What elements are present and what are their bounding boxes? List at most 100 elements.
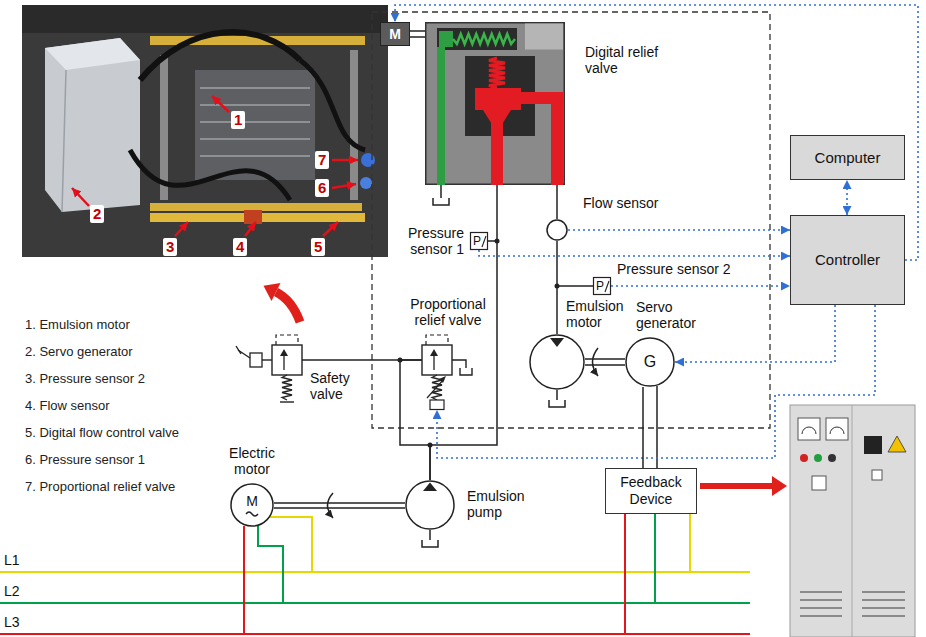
process-box: Computer — [790, 135, 905, 180]
relief-valve-section-part — [525, 24, 563, 50]
junction-dot — [398, 239, 560, 448]
pressure-sensor-symbol-part — [594, 278, 611, 295]
equipment-photo — [332, 159, 358, 162]
node-text: P — [473, 233, 481, 249]
power-wire — [270, 517, 312, 572]
node-label: Proportional relief valve — [402, 296, 494, 328]
part-list-item: 5. Digital flow control valve — [25, 425, 179, 441]
power-wire — [0, 633, 750, 635]
pointer-arrow — [772, 476, 787, 496]
safety-valve-symbol-part — [250, 353, 262, 367]
power-wire — [243, 526, 245, 634]
signal-line — [675, 305, 835, 362]
callout-number: 6 — [315, 179, 329, 197]
safety-valve-symbol-part — [276, 335, 298, 345]
phase-label: L1 — [4, 552, 20, 568]
callout-number: 2 — [90, 205, 104, 223]
power-wire — [0, 514, 750, 634]
cabinet-photo — [862, 599, 905, 601]
callout-number: 1 — [231, 111, 245, 129]
equipment-photo — [360, 177, 372, 189]
node-text: Computer — [815, 150, 881, 166]
equipment-photo — [200, 155, 310, 157]
generator-symbol: GServo generator — [625, 337, 675, 387]
hydraulic-detail — [328, 493, 334, 518]
equipment-photo — [130, 150, 290, 200]
hydraulic-detail — [556, 390, 558, 400]
cabinet-photo — [828, 454, 836, 462]
pointer-arrow — [264, 283, 788, 496]
equipment-photo — [195, 70, 315, 180]
relief-valve-section-part — [475, 88, 521, 110]
equipment-photo — [332, 184, 356, 188]
node-label: Pressure sensor 1 — [398, 225, 464, 257]
cabinet-photo — [872, 470, 882, 480]
cabinet-photo — [862, 591, 905, 593]
part-list-item: 7. Proportional relief valve — [25, 479, 175, 495]
power-wire — [642, 387, 644, 468]
signal-line — [611, 285, 790, 287]
hydraulic-detail — [549, 400, 565, 407]
equipment-photo — [200, 138, 310, 140]
node-label: Flow sensor — [583, 195, 658, 211]
safety-valve-symbol-part — [236, 346, 241, 354]
pressure-sensor-symbol: PPressure sensor 1 — [470, 232, 488, 250]
equipment-photo — [45, 38, 140, 212]
safety-valve-symbol-outline — [232, 332, 302, 410]
node-text: Controller — [815, 252, 880, 268]
hydraulic-detail — [422, 540, 438, 547]
hydraulic-motor-symbol-part — [550, 338, 564, 347]
flow-sensor-symbol: Flow sensor — [546, 219, 568, 241]
hydraulic-line — [302, 359, 422, 361]
electric-motor-symbol-part — [231, 484, 273, 526]
hydraulic-line — [556, 241, 558, 334]
relief-valve-section-part — [437, 28, 517, 50]
pressure-sensor-symbol-part — [471, 233, 488, 250]
cabinet-photo — [864, 436, 882, 454]
hydraulic-detail — [274, 31, 657, 547]
node-label: Emulsion motor — [566, 298, 632, 330]
hydraulic-detail — [557, 285, 593, 287]
relief-valve-section-part — [426, 23, 565, 185]
relief-valve-symbol-part — [427, 379, 444, 398]
recovery-unit-border — [372, 12, 770, 428]
equipment-photo — [361, 153, 375, 167]
equipment-photo — [160, 55, 168, 200]
relief-valve-symbol-part — [426, 335, 448, 345]
equipment-photo — [300, 60, 365, 150]
power-wire — [624, 514, 626, 634]
flow-sensor-symbol-part — [547, 220, 567, 240]
equipment-photo — [323, 222, 338, 236]
cabinet-photo — [798, 418, 820, 440]
cabinet-photo — [826, 418, 848, 440]
safety-valve-symbol-part — [283, 354, 284, 370]
equipment-photo — [244, 210, 262, 224]
relief-valve-symbol-part — [439, 376, 446, 383]
relief-valve-symbol-part — [430, 400, 444, 410]
signal-line — [846, 180, 848, 215]
pointer-arrow — [276, 292, 300, 322]
hydraulic-line — [556, 185, 558, 219]
cabinet-photo — [830, 427, 844, 434]
pressure-sensor-symbol-part — [605, 281, 609, 292]
pump-symbol-part — [406, 481, 454, 529]
cabinet-photo — [800, 607, 842, 609]
relief-valve-section: Digital relief valve — [425, 22, 565, 185]
shaft-line — [585, 358, 625, 360]
hydraulic-motor-symbol: Emulsion motor — [529, 334, 585, 390]
cabinet-photo — [800, 454, 808, 462]
hydraulic-detail — [656, 386, 658, 468]
power-wire — [258, 526, 283, 603]
power-wire — [654, 514, 656, 603]
equipment-photo — [22, 5, 388, 257]
cabinet-photo — [790, 405, 915, 637]
equipment-photo — [150, 203, 362, 211]
pressure-sensor-symbol-part — [482, 236, 486, 247]
hydraulic-line — [400, 360, 430, 480]
equipment-photo — [22, 5, 388, 33]
hydraulic-detail — [429, 530, 431, 540]
callout-number: 7 — [315, 151, 329, 169]
safety-valve-symbol-part — [280, 349, 288, 356]
node-text: Feedback Device — [612, 474, 690, 508]
phase-label: L3 — [4, 614, 20, 630]
